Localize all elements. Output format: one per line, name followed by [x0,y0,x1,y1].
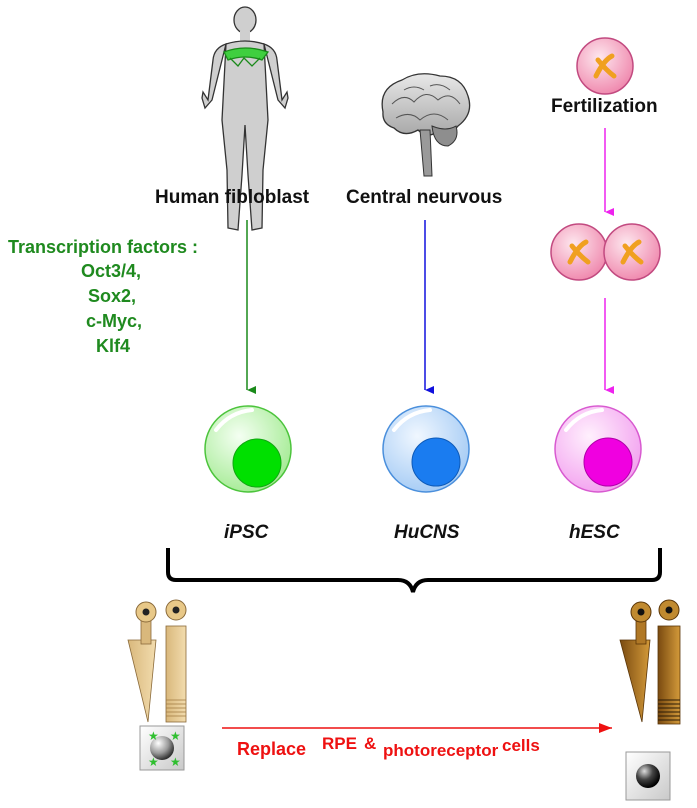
hucns-cell-icon [382,405,470,493]
label-ipsc: iPSC [224,522,269,543]
human-figure-icon [201,6,289,231]
ipsc-cell-icon [204,405,292,493]
left-photoreceptor-icon [127,599,187,723]
two-cell-embryo-icon [550,223,661,281]
factor-oct: Oct3/4, [81,261,142,281]
rpe-cell-icon-left: ★ ★ ★ ★ [139,725,185,771]
label-photoreceptor: photoreceptor [383,741,499,760]
label-replace: Replace [237,739,307,759]
factor-klf: Klf4 [96,336,131,356]
factor-sox: Sox2, [88,286,137,306]
rpe-cell-icon-right [625,751,671,801]
brain-icon [381,73,471,177]
label-hucns: HuCNS [394,522,460,543]
label-hesc: hESC [569,522,620,543]
right-photoreceptor-icon [619,599,681,725]
label-fertilization: Fertilization [551,96,658,117]
brace-icon [166,548,662,593]
svg-text:★: ★ [170,755,181,769]
svg-text:★: ★ [170,729,181,743]
transcription-title: Transcription factors : [8,237,199,257]
label-cells: cells [502,736,540,755]
svg-text:★: ★ [148,755,159,769]
label-human-fibroblast: Human fibloblast [155,187,310,208]
label-central-nervous: Central neurvous [346,187,503,208]
factor-myc: c-Myc, [86,311,143,331]
hesc-cell-icon [554,405,642,493]
label-ampersand: & [364,734,377,753]
svg-text:★: ★ [148,729,159,743]
fertilized-egg-icon [576,37,634,95]
label-rpe: RPE [322,734,357,753]
